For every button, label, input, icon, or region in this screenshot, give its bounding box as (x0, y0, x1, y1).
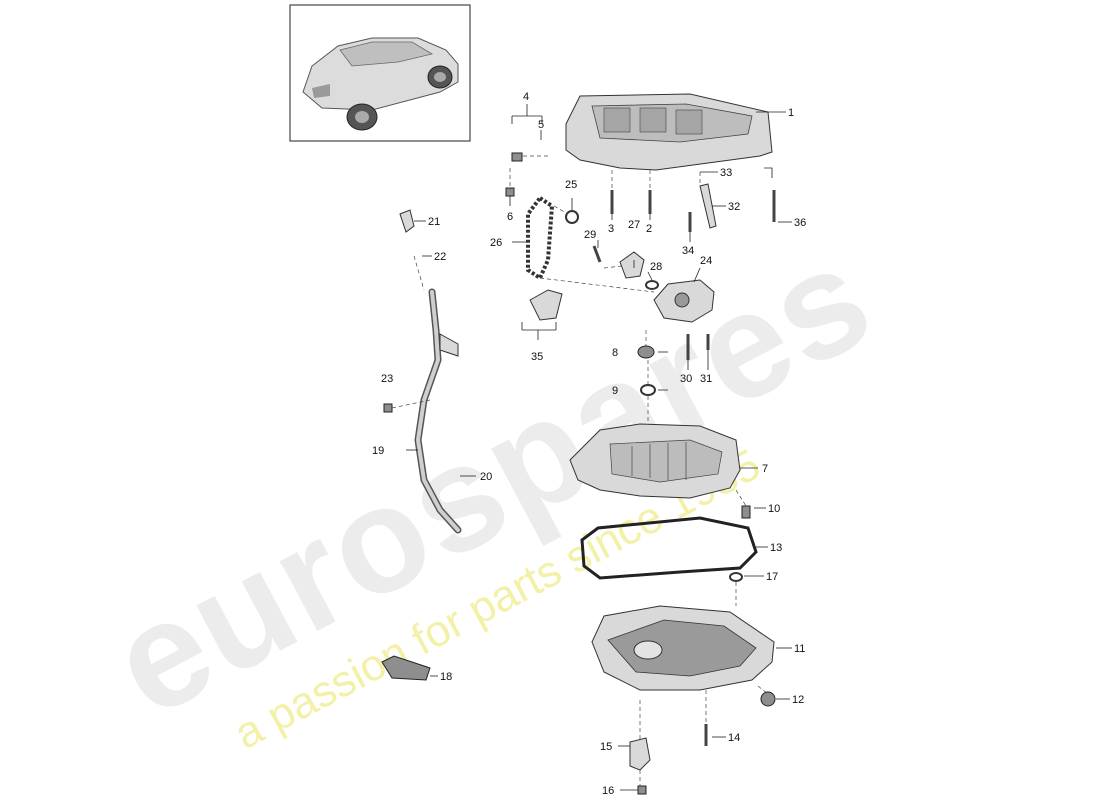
part-gasket[interactable] (580, 516, 758, 580)
callout-7[interactable]: 7 (762, 463, 768, 475)
callout-11[interactable]: 11 (794, 643, 805, 655)
assembly-lines (391, 155, 769, 786)
callout-6[interactable]: 6 (507, 211, 513, 223)
part-oil-level-sensor[interactable] (629, 737, 651, 771)
part-o-ring[interactable] (640, 384, 656, 396)
callout-1[interactable]: 1 (788, 107, 794, 119)
watermark: eurospares a passion for parts since 198… (86, 211, 897, 759)
callout-17[interactable]: 17 (766, 571, 778, 583)
part-lower-oil-pan[interactable] (591, 605, 775, 691)
callout-8[interactable]: 8 (612, 347, 618, 359)
dipstick-bracket (439, 333, 459, 357)
callout-5[interactable]: 5 (538, 119, 544, 131)
part-oil-pump[interactable] (653, 279, 715, 323)
callout-15[interactable]: 15 (600, 741, 612, 753)
part-plug[interactable] (637, 785, 647, 795)
callout-35[interactable]: 35 (531, 351, 543, 363)
callout-23[interactable]: 23 (381, 373, 393, 385)
callout-labels: 1 2 3 4 5 6 7 8 9 10 11 12 13 14 15 16 1… (372, 91, 806, 797)
callout-33[interactable]: 33 (720, 167, 732, 179)
callout-10[interactable]: 10 (768, 503, 780, 515)
part-hose-section[interactable] (381, 655, 431, 681)
callout-12[interactable]: 12 (792, 694, 804, 706)
callout-25[interactable]: 25 (565, 179, 577, 191)
part-dipstick[interactable] (399, 209, 415, 233)
callout-19[interactable]: 19 (372, 445, 384, 457)
callout-9[interactable]: 9 (612, 385, 618, 397)
callout-3[interactable]: 3 (608, 223, 614, 235)
callout-30[interactable]: 30 (680, 373, 692, 385)
callout-14[interactable]: 14 (728, 732, 740, 744)
callout-22[interactable]: 22 (434, 251, 446, 263)
part-oil-nozzle[interactable] (699, 183, 717, 229)
part-seal[interactable] (565, 210, 579, 224)
callout-31[interactable]: 31 (700, 373, 712, 385)
callout-34[interactable]: 34 (682, 245, 694, 257)
part-oil-baffle[interactable] (569, 423, 741, 499)
bolts (383, 152, 776, 746)
callout-32[interactable]: 32 (728, 201, 740, 213)
callout-36[interactable]: 36 (794, 217, 806, 229)
vehicle-thumbnail[interactable] (289, 4, 471, 142)
group-brackets (511, 104, 773, 340)
callout-27[interactable]: 27 (628, 219, 640, 231)
leader-lines (406, 111, 792, 791)
car-suv-icon (302, 37, 459, 131)
part-washer[interactable] (729, 572, 743, 582)
part-chain-tensioner[interactable] (619, 251, 645, 279)
part-upper-oil-pan[interactable] (565, 93, 773, 171)
part-seal-ring[interactable] (637, 345, 655, 359)
callout-13[interactable]: 13 (770, 542, 782, 554)
callout-2[interactable]: 2 (646, 223, 652, 235)
callout-21[interactable]: 21 (428, 216, 440, 228)
part-drain-plug[interactable] (760, 691, 776, 707)
callout-16[interactable]: 16 (602, 785, 614, 797)
callout-28[interactable]: 28 (650, 261, 662, 273)
callout-26[interactable]: 26 (490, 237, 502, 249)
callout-29[interactable]: 29 (584, 229, 596, 241)
part-pump-o-ring[interactable] (645, 280, 659, 290)
callout-4[interactable]: 4 (523, 91, 529, 103)
part-chain-guide[interactable] (529, 289, 563, 321)
callout-20[interactable]: 20 (480, 471, 492, 483)
part-oil-pump-chain[interactable] (526, 195, 555, 281)
callout-18[interactable]: 18 (440, 671, 452, 683)
callout-24[interactable]: 24 (700, 255, 712, 267)
